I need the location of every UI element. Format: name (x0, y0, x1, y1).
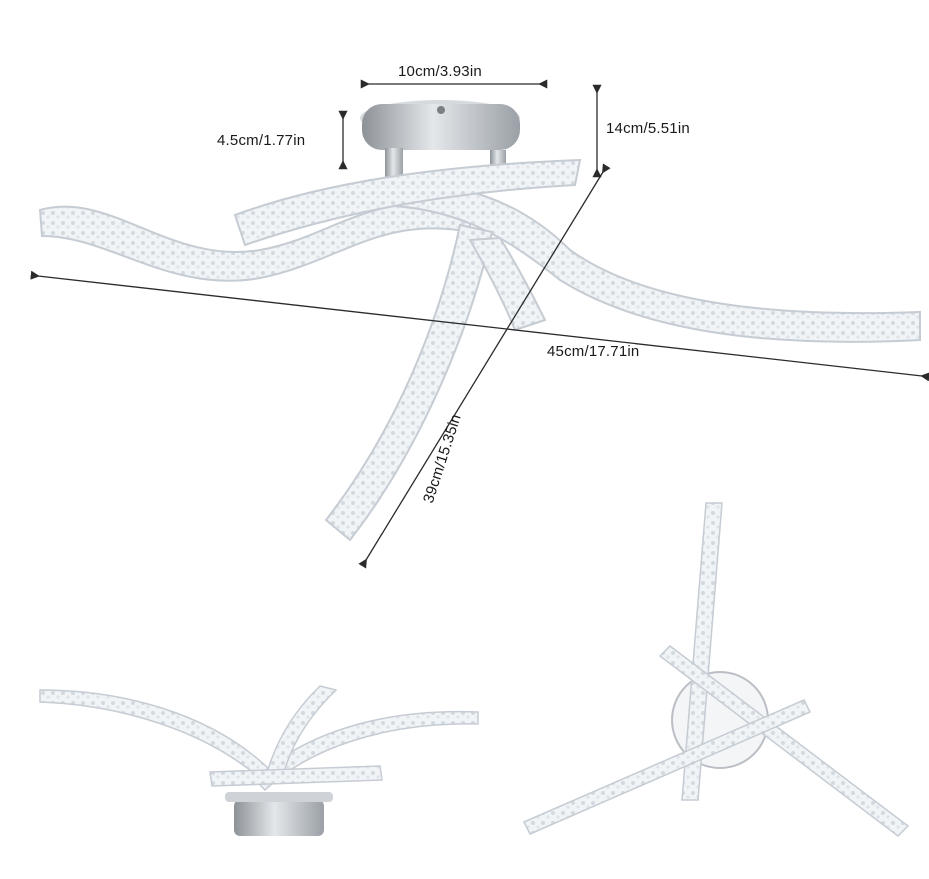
side-arm-left (39, 689, 272, 782)
canopy-screw (437, 106, 445, 114)
dimension-label-top-width: 10cm/3.93in (398, 63, 482, 80)
dim-line-diagonal (358, 163, 611, 569)
side-arm-right (253, 710, 479, 792)
top-view-lamp (522, 502, 910, 837)
side-canopy-rim (225, 792, 333, 802)
canopy-body (362, 104, 520, 150)
main-lamp-view (38, 100, 921, 542)
side-view-lamp (39, 685, 479, 836)
top-arm-diag-right (658, 645, 910, 837)
side-arm-front (209, 765, 383, 787)
dimension-lines (30, 79, 929, 569)
dimension-label-base-height: 4.5cm/1.77in (217, 132, 306, 149)
dimension-label-total-height: 14cm/5.51in (606, 120, 690, 137)
dimension-label-overall-span: 45cm/17.71in (547, 343, 640, 360)
side-arm-center (265, 685, 338, 781)
arm-descending (324, 223, 494, 542)
side-canopy (234, 800, 324, 836)
top-arm-diag-left (522, 699, 812, 835)
top-arm-vertical (681, 502, 723, 801)
